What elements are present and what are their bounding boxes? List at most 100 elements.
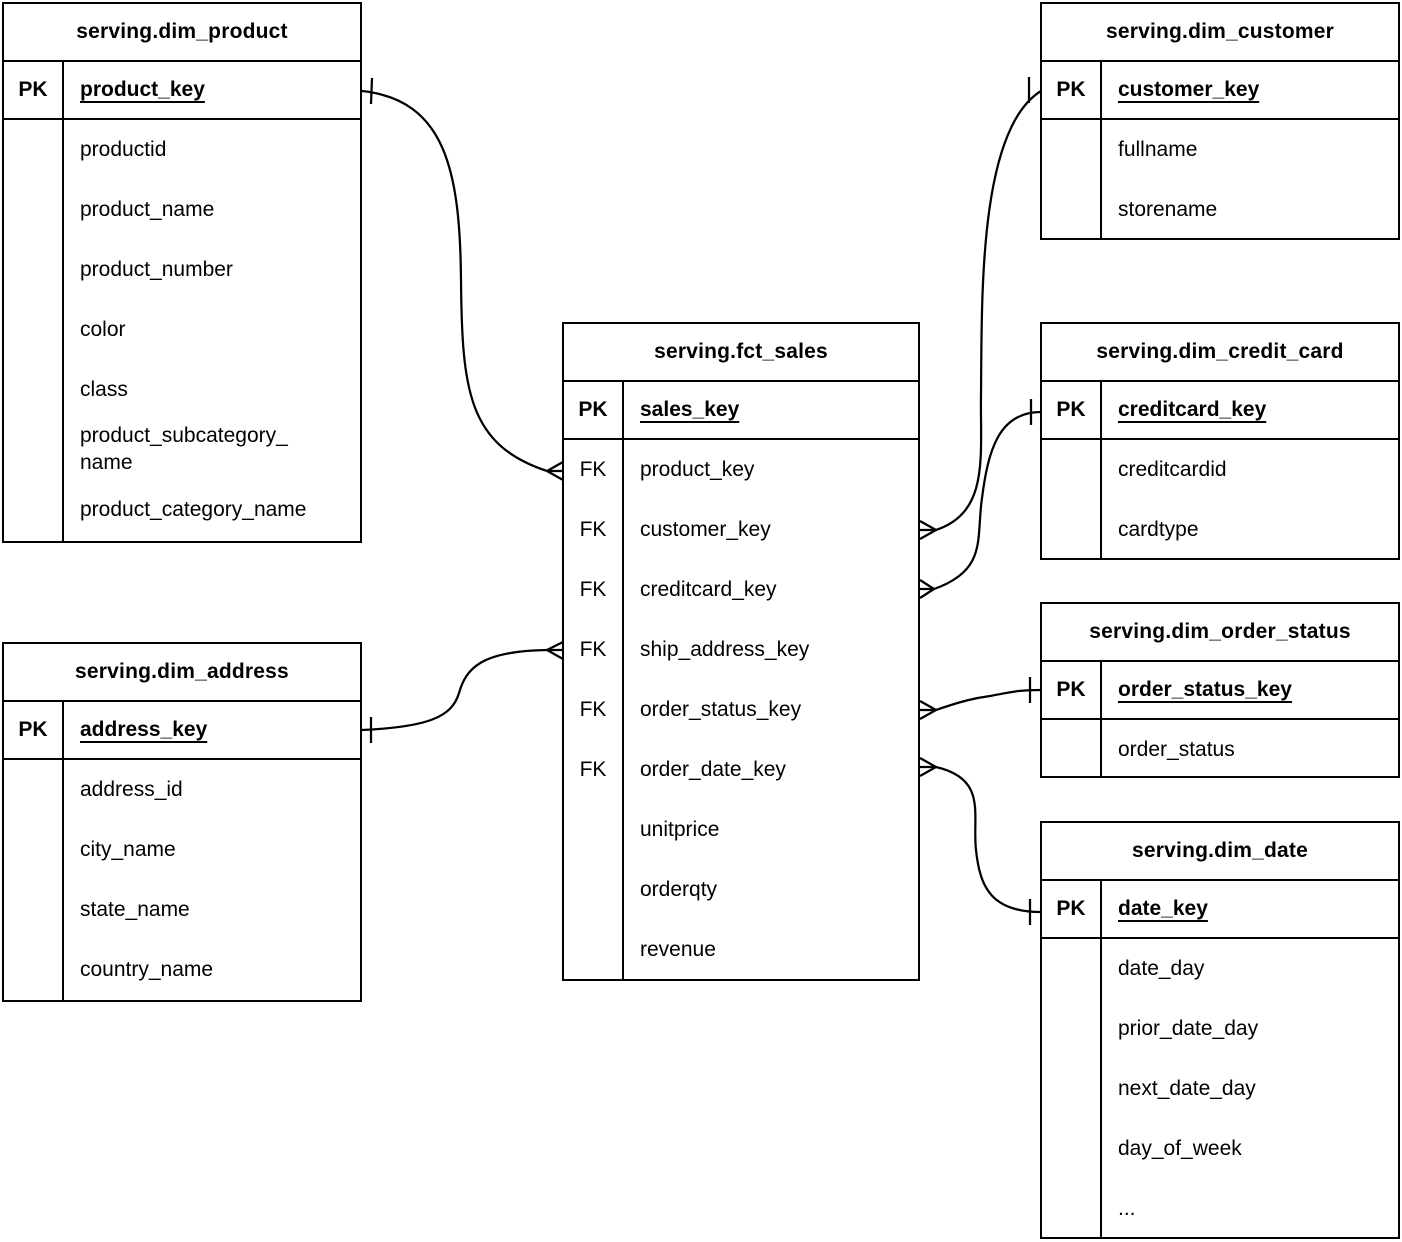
rel-dim-address-to-fct-sales[interactable] (361, 640, 564, 743)
field-row: order_status (1042, 720, 1398, 776)
field-name: storename (1118, 197, 1218, 221)
field-name: product_subcategory_ name (80, 424, 288, 474)
fk-badge: FK (579, 758, 607, 781)
field-row: product_category_name (4, 480, 360, 540)
rel-line (935, 765, 1042, 914)
table-columns: PK customer_key fullname storename (1042, 62, 1398, 238)
field-name: product_name (80, 197, 215, 221)
pk-row: PK order_status_key (1042, 662, 1398, 720)
table-dim-date[interactable]: serving.dim_date PK date_key date_day pr… (1040, 821, 1400, 1239)
field-name: order_status (1118, 737, 1235, 761)
table-title: serving.fct_sales (564, 324, 918, 382)
field-row: product_subcategory_ name (4, 420, 360, 480)
field-name: product_key (640, 457, 755, 481)
one-tick (369, 77, 374, 105)
table-title: serving.dim_date (1042, 823, 1398, 881)
pk-badge: PK (18, 718, 48, 741)
pk-row: PK date_key (1042, 881, 1398, 939)
fk-badge: FK (579, 578, 607, 601)
table-dim-credit-card[interactable]: serving.dim_credit_card PK creditcard_ke… (1040, 322, 1400, 560)
field-name: date_day (1118, 956, 1205, 980)
field-row: country_name (4, 940, 360, 1000)
pk-badge: PK (1056, 78, 1086, 101)
table-dim-customer[interactable]: serving.dim_customer PK customer_key ful… (1040, 2, 1400, 240)
rel-line (935, 688, 1042, 712)
table-title: serving.dim_product (4, 4, 360, 62)
field-list: address_id city_name state_name country_… (4, 760, 360, 1000)
table-title: serving.dim_order_status (1042, 604, 1398, 662)
field-name: fullname (1118, 137, 1198, 161)
rel-line (361, 89, 548, 473)
table-dim-address[interactable]: serving.dim_address PK address_key addre… (2, 642, 362, 1002)
field-row: unitprice (564, 800, 918, 860)
fk-badge: FK (579, 638, 607, 661)
field-name: creditcard_key (640, 577, 777, 601)
field-row: state_name (4, 880, 360, 940)
table-title: serving.dim_address (4, 644, 360, 702)
field-name: unitprice (640, 817, 720, 841)
field-name: customer_key (640, 517, 771, 541)
field-list: productid product_name product_number co… (4, 120, 360, 540)
field-name: product_number (80, 257, 233, 281)
field-name: prior_date_day (1118, 1016, 1259, 1040)
field-row: product_number (4, 240, 360, 300)
field-list: order_status (1042, 720, 1398, 776)
field-list: fullname storename (1042, 120, 1398, 238)
field-name: productid (80, 137, 167, 161)
crow-foot-icon (546, 461, 564, 481)
pk-badge: PK (1056, 897, 1086, 920)
pk-field-name: sales_key (640, 397, 740, 421)
rel-dim-customer-to-fct-sales[interactable] (919, 77, 1042, 540)
table-columns: PK creditcard_key creditcardid cardtype (1042, 382, 1398, 558)
field-row: ... (1042, 1179, 1398, 1237)
pk-field-name: product_key (80, 77, 205, 101)
field-row: date_day (1042, 939, 1398, 999)
field-name: address_id (80, 777, 183, 801)
field-name: ship_address_key (640, 637, 810, 661)
field-list: creditcardid cardtype (1042, 440, 1398, 558)
pk-field-name: creditcard_key (1118, 397, 1267, 421)
field-name: ... (1118, 1196, 1136, 1220)
crow-foot-icon (546, 640, 564, 660)
field-name: order_date_key (640, 757, 786, 781)
field-name: order_status_key (640, 697, 802, 721)
pk-badge: PK (1056, 678, 1086, 701)
field-row: orderqty (564, 860, 918, 920)
pk-row: PK customer_key (1042, 62, 1398, 120)
field-row: FK creditcard_key (564, 560, 918, 620)
field-row: fullname (1042, 120, 1398, 180)
field-name: product_category_name (80, 497, 307, 521)
pk-field-name: address_key (80, 717, 208, 741)
field-row: day_of_week (1042, 1119, 1398, 1179)
table-title: serving.dim_customer (1042, 4, 1398, 62)
table-columns: PK date_key date_day prior_date_day next… (1042, 881, 1398, 1237)
rel-line (935, 90, 1042, 532)
table-title: serving.dim_credit_card (1042, 324, 1398, 382)
field-row: next_date_day (1042, 1059, 1398, 1119)
pk-row: PK creditcard_key (1042, 382, 1398, 440)
rel-dim-date-to-fct-sales[interactable] (919, 757, 1042, 925)
field-name: day_of_week (1118, 1136, 1242, 1160)
table-dim-product[interactable]: serving.dim_product PK product_key produ… (2, 2, 362, 543)
rel-dim-product-to-fct-sales[interactable] (361, 77, 564, 481)
table-dim-order-status[interactable]: serving.dim_order_status PK order_status… (1040, 602, 1400, 778)
field-row: prior_date_day (1042, 999, 1398, 1059)
field-name: next_date_day (1118, 1076, 1256, 1100)
field-row: FK order_date_key (564, 740, 918, 800)
rel-dim-credit-card-to-fct-sales[interactable] (919, 399, 1042, 599)
field-list: date_day prior_date_day next_date_day da… (1042, 939, 1398, 1237)
pk-badge: PK (1056, 398, 1086, 421)
fk-badge: FK (579, 698, 607, 721)
field-row: FK ship_address_key (564, 620, 918, 680)
table-columns: PK product_key productid product_name pr… (4, 62, 360, 541)
table-columns: PK order_status_key order_status (1042, 662, 1398, 776)
crow-foot-icon (919, 757, 937, 777)
rel-dim-order-status-to-fct-sales[interactable] (919, 677, 1042, 720)
field-row: class (4, 360, 360, 420)
